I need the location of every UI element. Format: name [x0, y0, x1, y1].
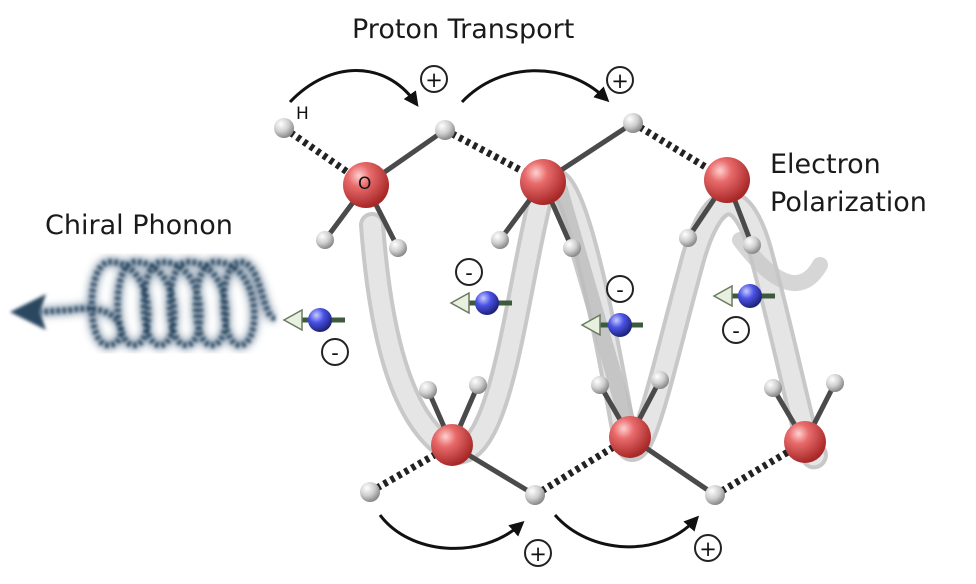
arrow-bottom-1 — [378, 514, 525, 550]
hydrogen-atoms — [274, 113, 844, 505]
hydrogen-atom — [435, 120, 455, 140]
hydrogen-atom — [469, 376, 487, 394]
hydrogen-atom — [360, 482, 380, 502]
hydrogen-atom — [316, 231, 334, 249]
covalent-bonds — [322, 120, 838, 498]
electron-2 — [449, 291, 512, 315]
hydrogen-atom — [274, 118, 294, 138]
electron-polarization-line1: Electron — [770, 149, 881, 180]
proton-charge-marker: + — [694, 534, 722, 562]
oxygen-atoms — [343, 157, 826, 466]
hydrogen-atom — [563, 239, 581, 257]
arrow-bottom-2 — [553, 514, 700, 549]
hydrogen-atom — [525, 485, 545, 505]
electrons — [282, 284, 775, 337]
hydrogen-atom — [591, 376, 609, 394]
electron-charge-marker: - — [722, 316, 750, 344]
proton-transport-label: Proton Transport — [352, 14, 575, 45]
oxygen-label: O — [358, 174, 372, 194]
oxygen-atom — [431, 424, 473, 466]
hydrogen-atom — [743, 236, 761, 254]
hydrogen-atom — [491, 231, 509, 249]
chiral-phonon-label: Chiral Phonon — [45, 210, 233, 241]
chiral-phonon-wave — [10, 256, 278, 351]
oxygen-atom — [520, 159, 566, 205]
proton-charge-marker: + — [420, 65, 448, 93]
hydrogen-atom — [389, 239, 407, 257]
hydrogen-atom — [826, 374, 844, 392]
electron-4 — [712, 284, 775, 308]
arrow-top-1 — [288, 69, 419, 107]
hydrogen-atom — [623, 113, 643, 133]
proton-charge-marker: + — [606, 66, 634, 94]
hydrogen-atom — [419, 381, 437, 399]
hydrogen-atom — [679, 229, 697, 247]
electron-charge-marker: - — [321, 338, 349, 366]
arrow-top-2 — [460, 69, 610, 104]
hydrogen-label: H — [296, 104, 309, 124]
electron-3 — [580, 313, 643, 337]
electron-polarization-line2: Polarization — [770, 187, 927, 218]
proton-transport-arrows — [288, 69, 700, 550]
electron-charge-marker: - — [455, 258, 483, 286]
oxygen-atom — [343, 162, 389, 208]
hydrogen-atom — [705, 485, 725, 505]
phonon-arrowhead — [10, 294, 46, 330]
hydrogen-atom — [764, 379, 782, 397]
electron-1 — [282, 308, 345, 332]
electron-charge-marker: - — [606, 275, 634, 303]
hydrogen-atom — [651, 371, 669, 389]
oxygen-atom — [609, 416, 651, 458]
oxygen-atom — [784, 421, 826, 463]
proton-charge-marker: + — [524, 539, 552, 567]
electron-polarization-label: Electron Polarization — [770, 146, 927, 222]
oxygen-atom — [704, 157, 750, 203]
